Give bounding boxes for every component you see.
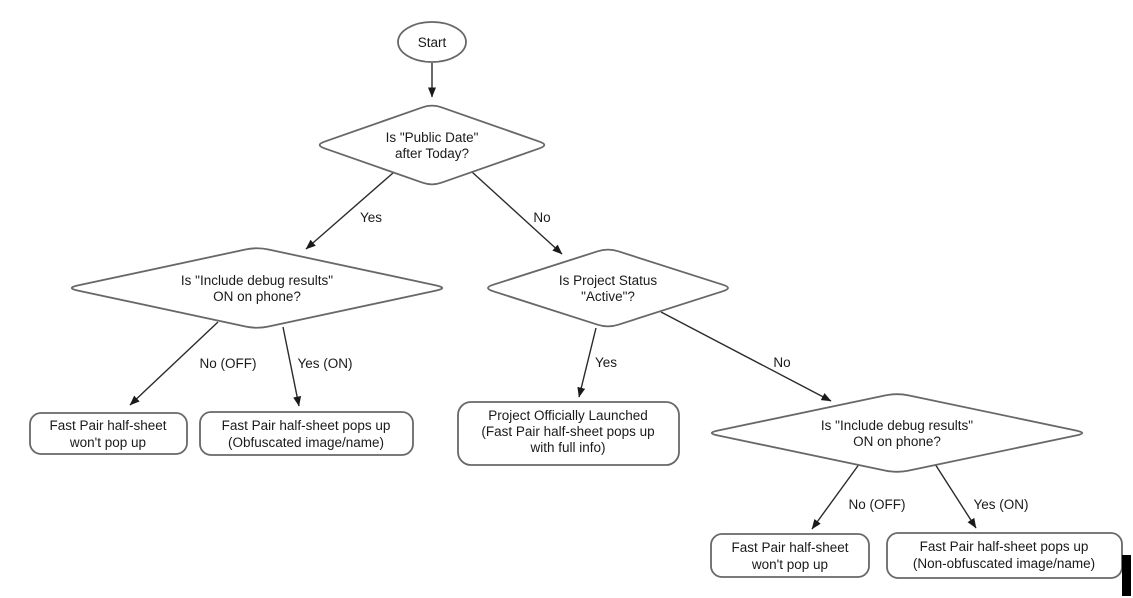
wont-popup-left-box <box>29 412 188 455</box>
node-wont-popup-right: Fast Pair half-sheet won't pop up <box>710 533 870 578</box>
launched-line2: (Fast Pair half-sheet pops up <box>481 424 654 439</box>
edge-label-yes-top: Yes <box>360 210 382 225</box>
node-non-obfuscated: Fast Pair half-sheet pops up (Non-obfusc… <box>886 532 1123 579</box>
connectors <box>129 63 977 530</box>
project-status-diamond <box>487 248 729 328</box>
launched-box <box>457 401 680 466</box>
edge-yeson-to-obfuscated <box>282 326 302 407</box>
start-ellipse <box>397 21 467 63</box>
launched-line1: Project Officially Launched <box>488 408 648 423</box>
node-public-date-decision: Is "Public Date" after Today? <box>318 104 546 186</box>
node-launched: Project Officially Launched (Fast Pair h… <box>457 401 680 466</box>
node-debug-left-decision: Is "Include debug results" ON on phone? <box>70 247 444 329</box>
public-date-line1: Is "Public Date" <box>386 130 479 145</box>
non-obfuscated-line2: (Non-obfuscated image/name) <box>913 556 1095 571</box>
edge-label-no-mid: No <box>773 355 790 370</box>
edge-label-no-off-left: No (OFF) <box>200 356 257 371</box>
wont-popup-left-line1: Fast Pair half-sheet <box>49 418 166 433</box>
non-obfuscated-line1: Fast Pair half-sheet pops up <box>920 539 1089 554</box>
node-start: Start <box>397 21 467 63</box>
node-project-status-decision: Is Project Status "Active"? <box>487 248 729 328</box>
obfuscated-line2: (Obfuscated image/name) <box>228 435 384 450</box>
edge-label-no-top: No <box>533 210 550 225</box>
edge-label-yes-on-left: Yes (ON) <box>297 356 352 371</box>
public-date-line2: after Today? <box>395 146 469 161</box>
edge-nooff-to-wont-popup-left <box>129 321 219 406</box>
debug-right-line2: ON on phone? <box>853 434 941 449</box>
wont-popup-right-line1: Fast Pair half-sheet <box>731 540 848 555</box>
wont-popup-left-line2: won't pop up <box>69 435 146 450</box>
debug-left-line2: ON on phone? <box>213 289 301 304</box>
text-cursor-artifact <box>1122 555 1131 596</box>
edge-yeson-to-non-obfuscated <box>934 463 977 529</box>
debug-left-line1: Is "Include debug results" <box>181 273 333 288</box>
node-debug-right-decision: Is "Include debug results" ON on phone? <box>710 393 1084 473</box>
edge-nooff-to-wont-popup-right <box>811 462 861 530</box>
obfuscated-line1: Fast Pair half-sheet pops up <box>222 418 391 433</box>
node-obfuscated: Fast Pair half-sheet pops up (Obfuscated… <box>199 411 414 456</box>
project-status-line2: "Active"? <box>581 289 635 304</box>
edge-label-no-off-right: No (OFF) <box>849 497 906 512</box>
edge-yes-to-debug-left <box>305 172 394 250</box>
node-wont-popup-left: Fast Pair half-sheet won't pop up <box>29 412 188 455</box>
launched-line3: with full info) <box>529 440 605 455</box>
debug-right-line1: Is "Include debug results" <box>821 418 973 433</box>
edge-labels: Yes No No (OFF) Yes (ON) Yes No No (OFF)… <box>200 210 1029 512</box>
edge-label-yes-mid: Yes <box>595 355 617 370</box>
edge-no-to-project-status <box>471 171 563 255</box>
project-status-line1: Is Project Status <box>559 273 658 288</box>
edge-yes-to-launched <box>577 327 597 398</box>
edge-label-yes-on-right: Yes (ON) <box>973 497 1028 512</box>
start-label: Start <box>418 35 447 50</box>
debug-right-diamond <box>710 393 1084 473</box>
obfuscated-box <box>199 411 414 456</box>
edge-no-to-debug-right <box>660 311 832 402</box>
wont-popup-right-line2: won't pop up <box>751 557 828 572</box>
public-date-diamond <box>318 104 546 186</box>
wont-popup-right-box <box>710 533 870 578</box>
debug-left-diamond <box>70 247 444 329</box>
